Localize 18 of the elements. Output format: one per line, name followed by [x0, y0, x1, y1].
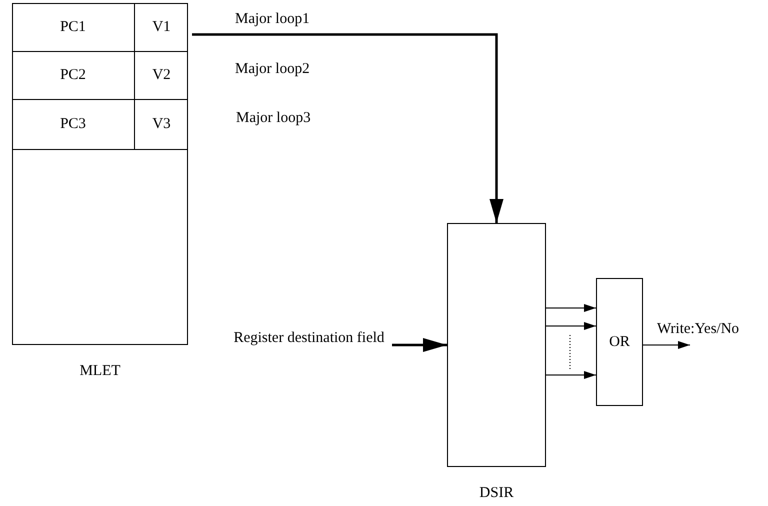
block-heading: DSIR — [478, 484, 515, 503]
table-cell: PC2 — [12, 52, 135, 100]
table-cell: V1 — [135, 3, 188, 52]
arrow — [546, 371, 596, 379]
table-cell: PC1 — [12, 3, 135, 52]
arrow — [546, 322, 596, 330]
loop-label: Major loop3 — [235, 109, 312, 128]
block-heading: MLET — [78, 362, 122, 381]
arrow — [642, 341, 690, 349]
arrow — [546, 304, 596, 312]
arrow — [392, 338, 447, 352]
table-cell: PC3 — [12, 100, 135, 150]
loop-label: Major loop2 — [234, 60, 311, 79]
table-cell: V2 — [135, 52, 188, 100]
arrow — [192, 33, 504, 223]
table-cell: V3 — [135, 100, 188, 150]
block-box: OR — [596, 278, 643, 406]
input-label: Register destination field — [226, 316, 392, 360]
